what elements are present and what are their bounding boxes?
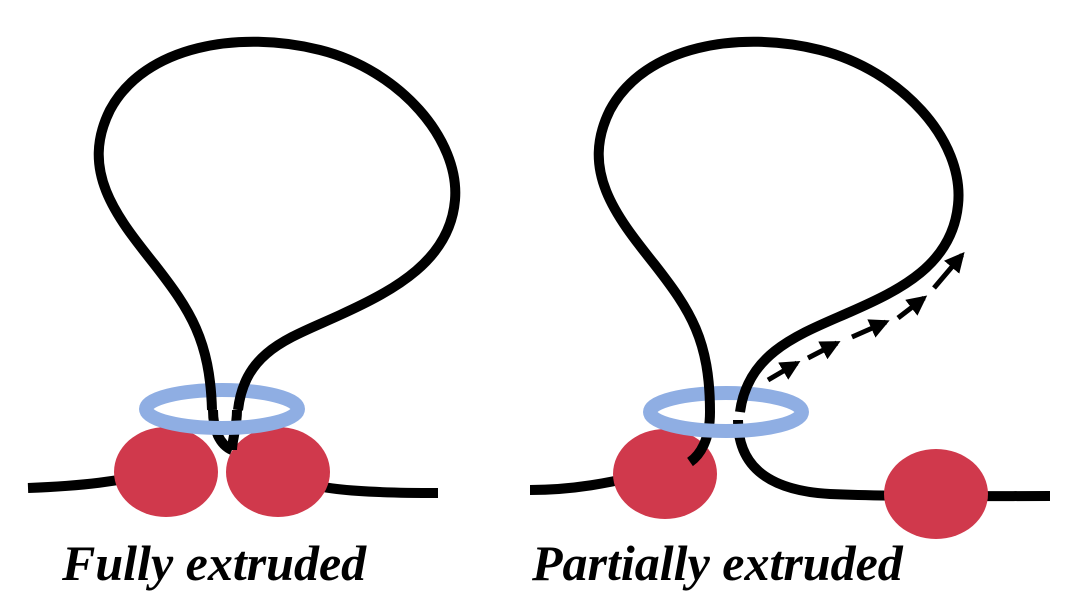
- dna-strand-right-base: [733, 419, 1051, 502]
- cohesin-ring-icon: [643, 410, 809, 438]
- panel-fully-extruded: Fully extruded: [27, 36, 461, 591]
- cohesin-ring-back: [139, 383, 305, 411]
- ctcf-bead-icon: [613, 429, 717, 519]
- ctcf-bead-icon: [884, 449, 988, 539]
- extrusion-arrow-icon: [766, 360, 801, 383]
- extrusion-arrow-icon: [896, 295, 928, 320]
- extrusion-arrow-icon: [850, 319, 890, 340]
- panel-caption: Partially extruded: [531, 535, 904, 591]
- extrusion-arrow-icon: [806, 340, 841, 361]
- dna-loop: [93, 36, 461, 411]
- dna-loop: [593, 36, 964, 413]
- extrusion-arrow-icon: [932, 251, 965, 290]
- panel-caption: Fully extruded: [61, 535, 367, 591]
- panel-partially-extruded: Partially extruded: [529, 36, 1051, 591]
- dna-strand-stub: [686, 411, 715, 467]
- cohesin-ring-icon: [139, 407, 305, 435]
- ctcf-bead-icon: [226, 427, 330, 517]
- extrusion-arrows: [766, 251, 965, 383]
- cohesin-ring-back: [643, 386, 809, 414]
- ctcf-bead-icon: [114, 427, 218, 517]
